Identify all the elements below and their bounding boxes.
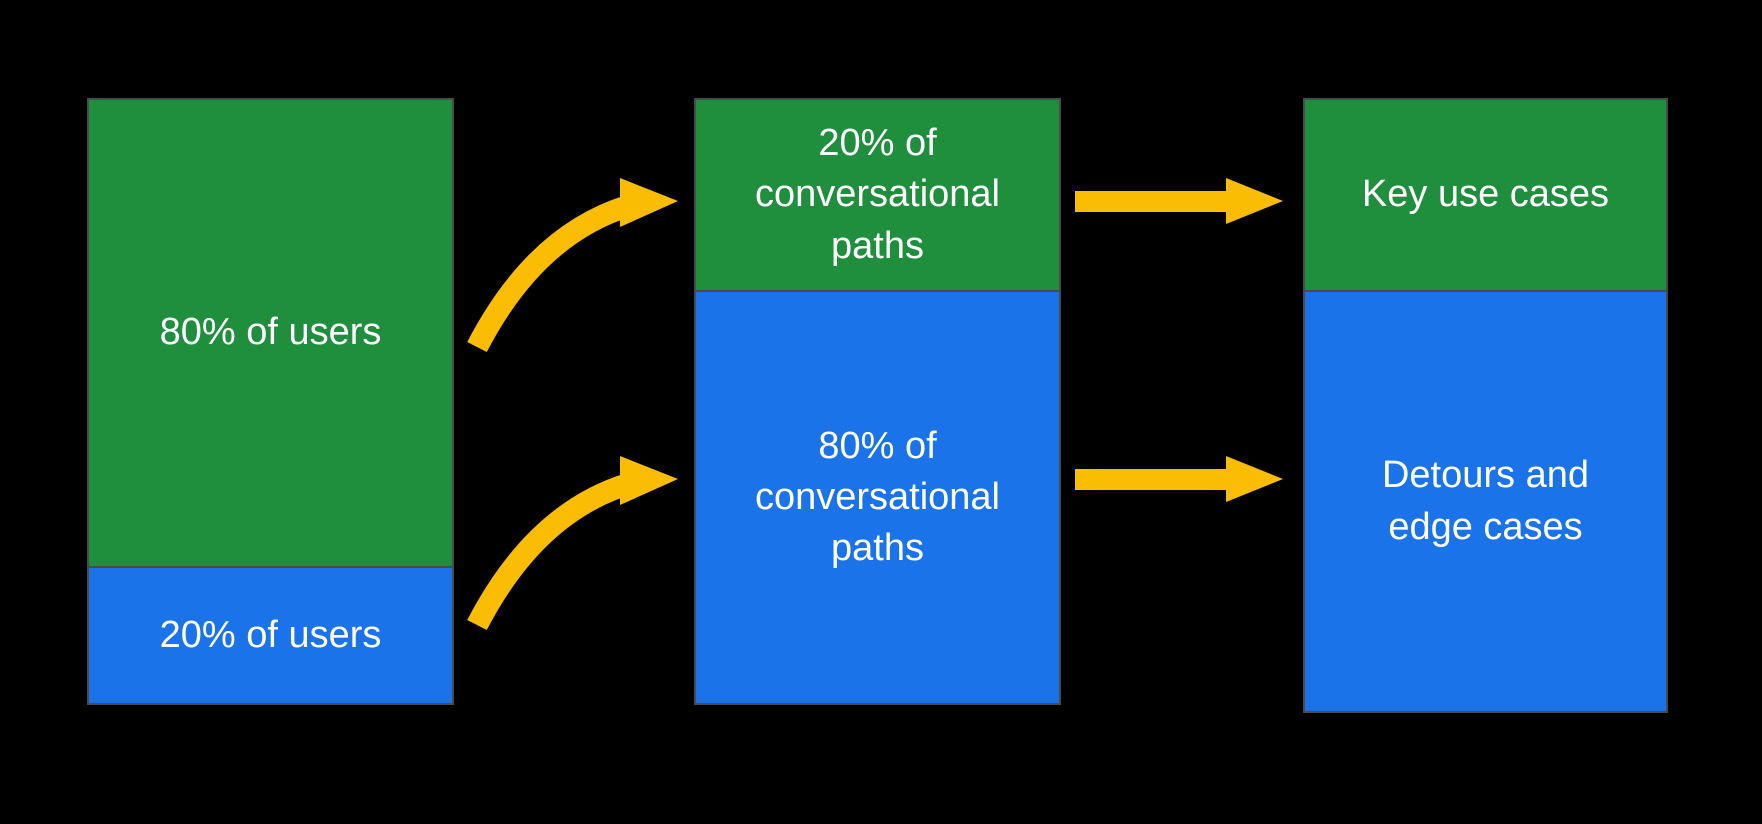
segment-label: 20% of users — [159, 613, 382, 656]
conversational-paths-column: 20% of conversational paths 80% of conve… — [694, 98, 1061, 705]
curved-arrow-top-icon — [467, 178, 678, 353]
users-80-segment: 80% of users — [89, 100, 452, 566]
segment-label: 80% of users — [159, 311, 382, 354]
straight-arrow-bottom-icon — [1075, 456, 1283, 502]
segment-label: 80% of conversational paths — [754, 424, 1001, 570]
use-cases-column: Key use cases Detours and edge cases — [1303, 98, 1668, 713]
users-20-segment: 20% of users — [89, 566, 452, 703]
segment-label: Detours and edge cases — [1381, 454, 1589, 548]
key-use-cases-segment: Key use cases — [1305, 100, 1666, 290]
curved-arrow-bottom-icon — [467, 456, 678, 631]
paths-20-segment: 20% of conversational paths — [696, 100, 1059, 290]
straight-arrow-top-icon — [1075, 178, 1283, 224]
segment-label: 20% of conversational paths — [754, 122, 1001, 267]
segment-label: Key use cases — [1361, 173, 1610, 216]
detours-edge-cases-segment: Detours and edge cases — [1305, 290, 1666, 711]
paths-80-segment: 80% of conversational paths — [696, 290, 1059, 703]
users-column: 80% of users 20% of users — [87, 98, 454, 705]
